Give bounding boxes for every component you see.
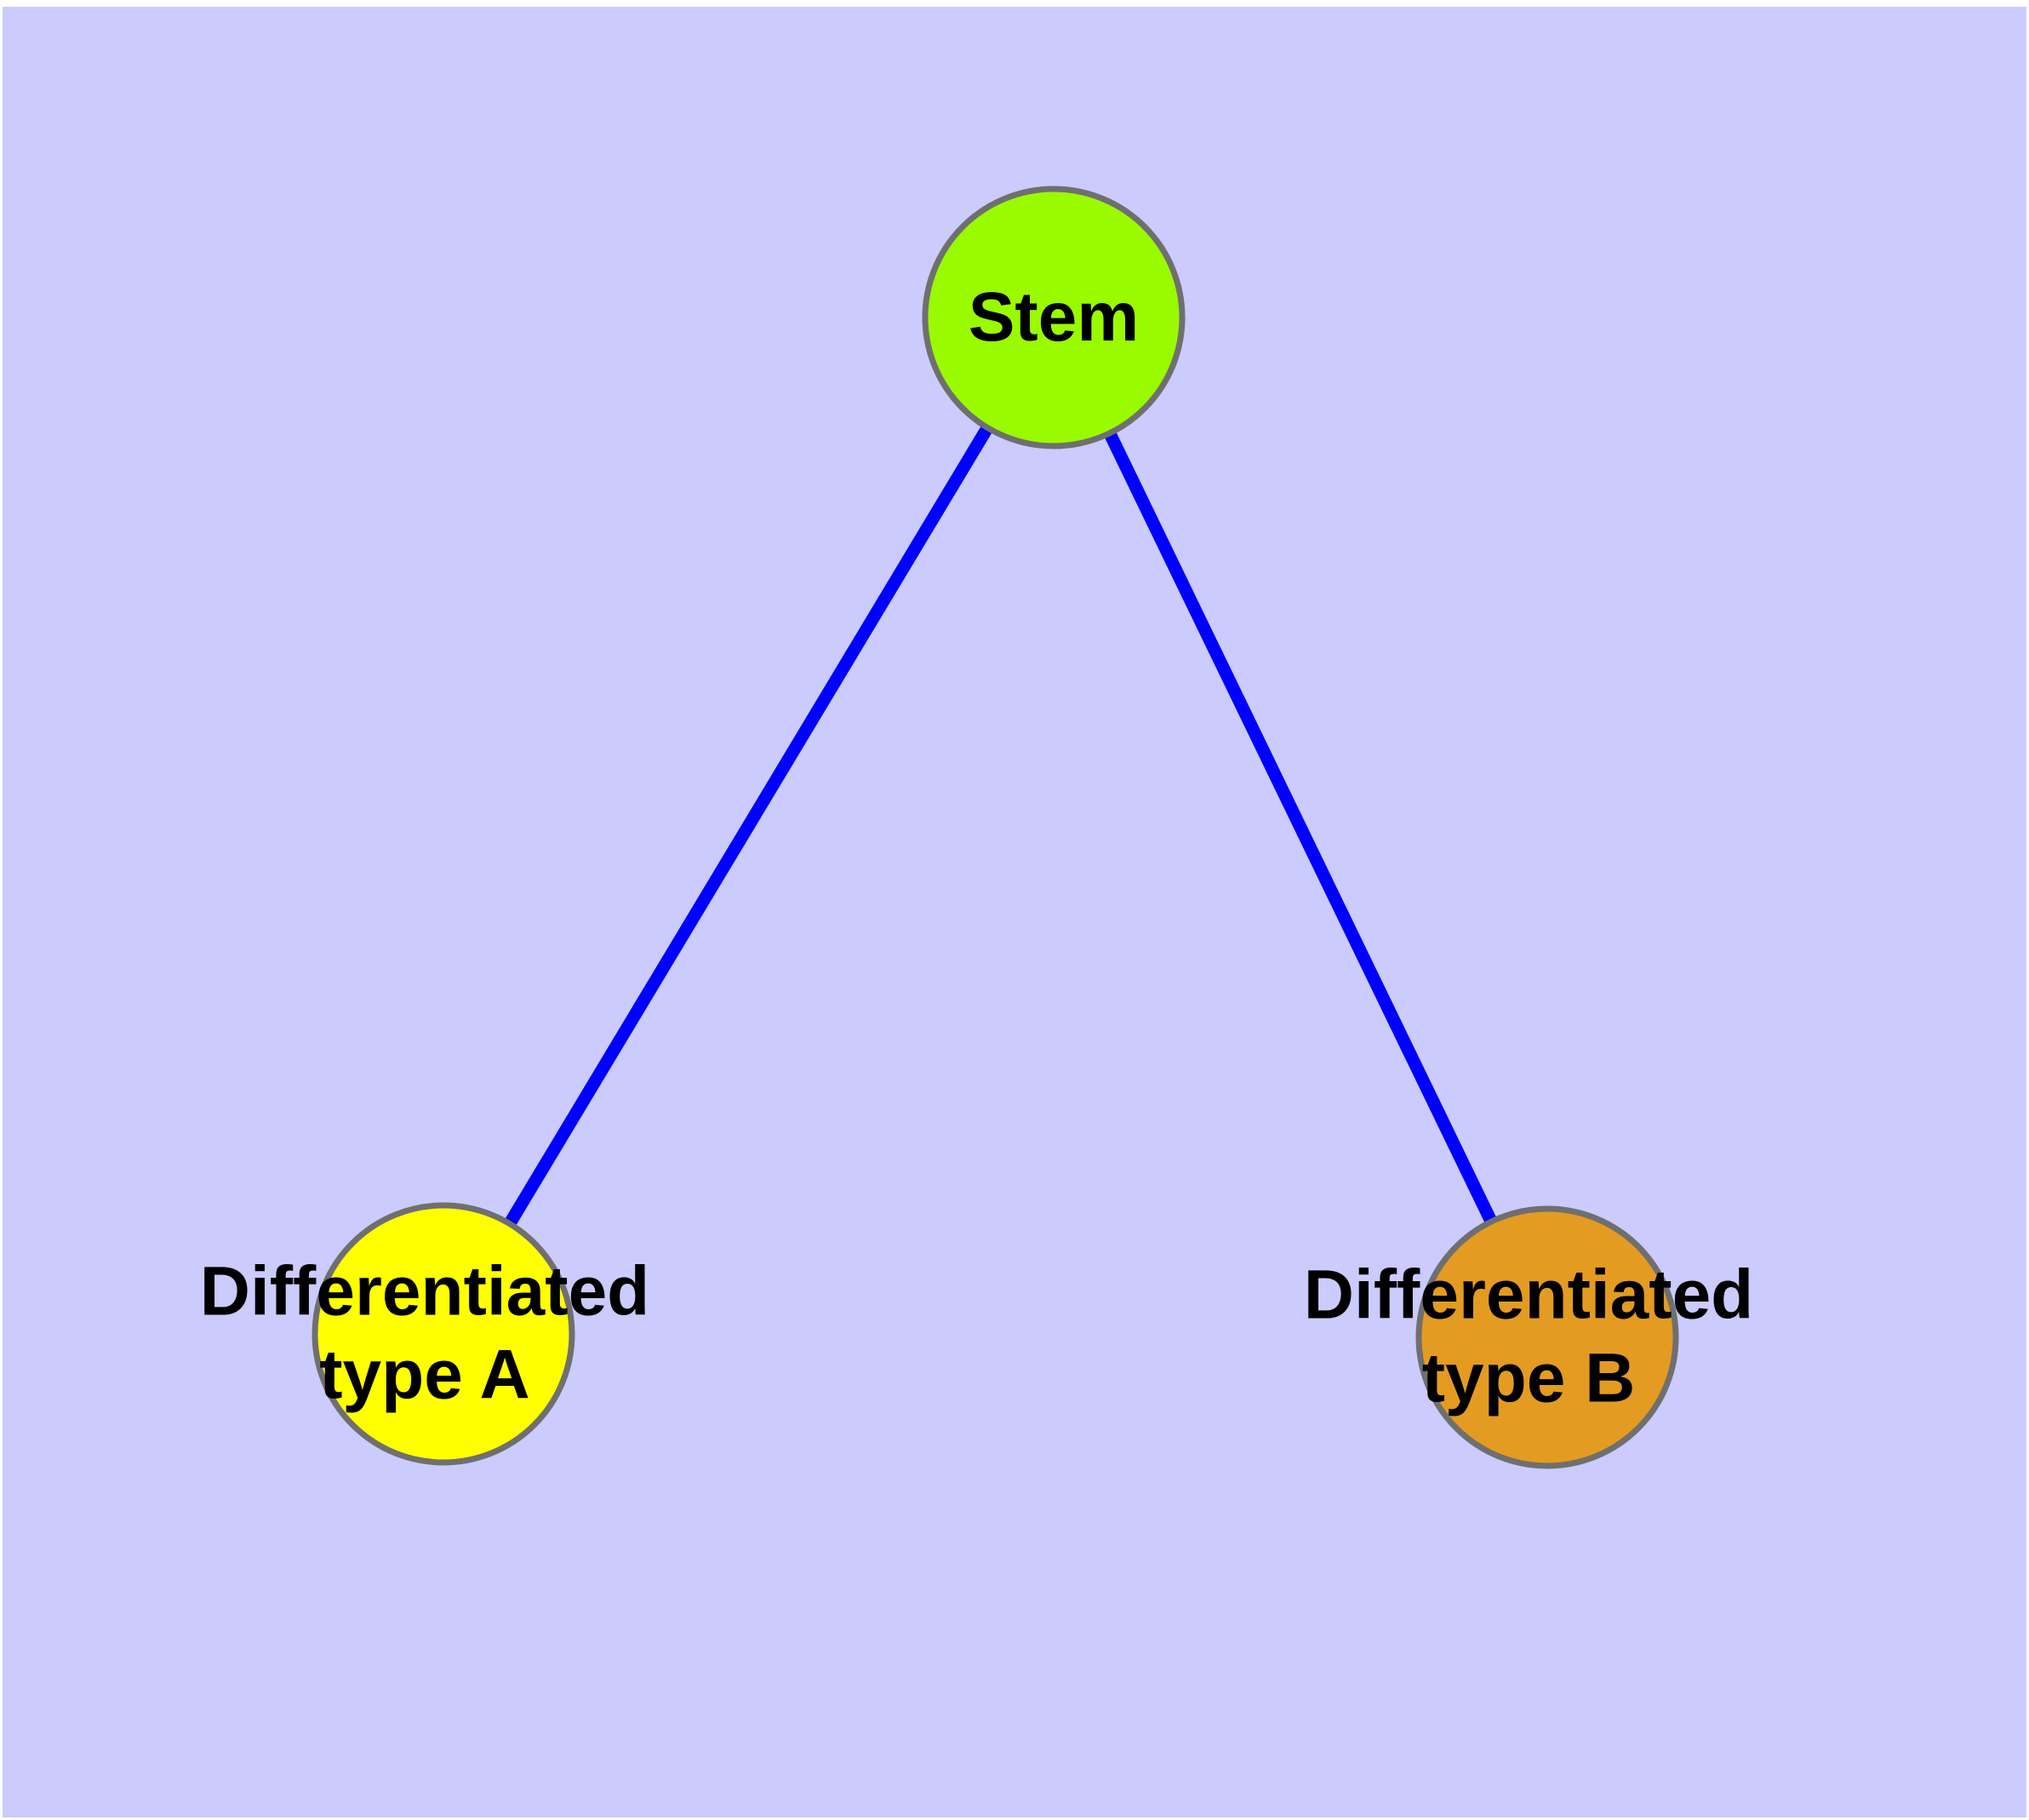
edge-stem-to-type-b bbox=[1048, 314, 1553, 1341]
node-stem bbox=[922, 186, 1186, 449]
edge-stem-to-type-a bbox=[437, 314, 1060, 1337]
node-differentiated-type-b bbox=[1415, 1205, 1679, 1469]
node-differentiated-type-a bbox=[311, 1202, 575, 1466]
